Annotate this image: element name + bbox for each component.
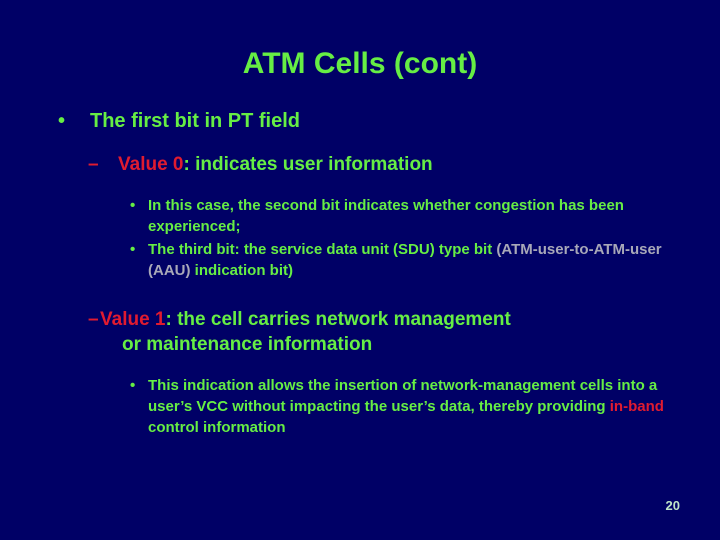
- value1-label: Value 1: [100, 309, 166, 330]
- bullet-level1-label: The first bit in PT field: [90, 110, 300, 132]
- slide-body: • The first bit in PT field – Value 0: i…: [0, 108, 720, 440]
- bullet-level2-value1: – Value 1: the cell carries network mana…: [0, 307, 720, 357]
- dash-marker-icon: –: [88, 154, 99, 175]
- sdu-text-part2: indication bit): [190, 262, 293, 279]
- sdu-text-aau: (ATM-user-to-ATM-user (AAU): [148, 241, 662, 279]
- value0-description: : indicates user information: [183, 154, 433, 175]
- sdu-text-part1: The third bit: the service data unit (SD…: [148, 241, 497, 258]
- in-band-highlight: in-band: [609, 398, 664, 415]
- page-number: 20: [665, 498, 680, 513]
- bullet-level3-congestion: • In this case, the second bit indicates…: [0, 195, 720, 237]
- bullet-level2-value0: – Value 0: indicates user information: [0, 152, 720, 177]
- page-title: ATM Cells (cont): [242, 47, 478, 80]
- sub-bullet-marker-icon: •: [130, 197, 136, 214]
- bullet-marker-icon: •: [58, 110, 66, 132]
- bullet-level3-sdu: • The third bit: the service data unit (…: [0, 239, 720, 281]
- bullet-level1-first-bit: • The first bit in PT field: [0, 108, 720, 134]
- in-band-text-part1: This indication allows the insertion of …: [148, 377, 658, 415]
- sub-bullet-marker-icon: •: [130, 241, 136, 258]
- value0-label: Value 0: [118, 154, 184, 175]
- dash-marker-icon: –: [88, 309, 99, 330]
- bullet-level3-in-band: • This indication allows the insertion o…: [0, 375, 720, 438]
- sub-bullet-marker-icon: •: [130, 377, 136, 394]
- in-band-text-part2: control information: [148, 419, 286, 436]
- value1-description: : the cell carries network management: [165, 309, 511, 330]
- sub-bullet-text: In this case, the second bit indicates w…: [148, 197, 624, 235]
- value1-description-wrap: or maintenance information: [122, 334, 373, 355]
